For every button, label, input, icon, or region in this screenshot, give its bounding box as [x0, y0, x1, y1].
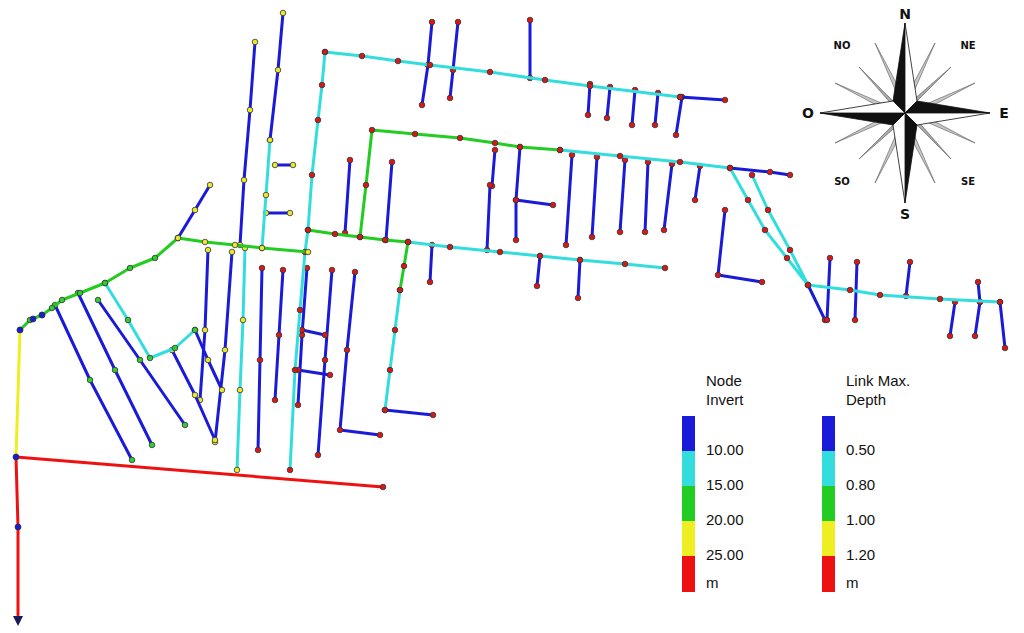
compass-rose [820, 23, 990, 203]
legend-swatch [822, 416, 835, 451]
lateral-pipes [55, 13, 1005, 460]
compass-southwest: SO [834, 176, 850, 187]
legend-swatch [682, 451, 695, 486]
legend-swatch [822, 556, 835, 592]
legend-title: Link Max. Depth [846, 372, 922, 410]
legend-value: 0.50 [846, 441, 875, 458]
legend-value: 20.00 [706, 511, 744, 528]
legend-swatch [682, 556, 695, 592]
compass-southeast: SE [961, 176, 975, 187]
compass-south: S [900, 206, 910, 222]
compass-northeast: NE [960, 40, 975, 51]
legend-value: 1.20 [846, 546, 875, 563]
trunk-pipes [20, 130, 560, 330]
legend-value: 25.00 [706, 546, 744, 563]
legend-value: m [706, 574, 719, 591]
legend-value: 1.00 [846, 511, 875, 528]
legend-swatch [682, 416, 695, 451]
main-pipes [105, 52, 1000, 470]
legend-value: m [846, 574, 859, 591]
compass-north: N [899, 6, 911, 22]
outfall-pipes [13, 312, 386, 626]
legend-swatch [682, 521, 695, 556]
legend-swatch [822, 451, 835, 486]
legend-title: Node Invert [706, 372, 764, 410]
legend-swatch [822, 521, 835, 556]
compass-east: E [999, 105, 1009, 121]
legend-swatch [682, 486, 695, 521]
compass-west: O [802, 105, 814, 121]
compass-northwest: NO [834, 40, 851, 51]
legend-value: 0.80 [846, 476, 875, 493]
legend-value: 15.00 [706, 476, 744, 493]
legend-swatch [822, 486, 835, 521]
legend-value: 10.00 [706, 441, 744, 458]
